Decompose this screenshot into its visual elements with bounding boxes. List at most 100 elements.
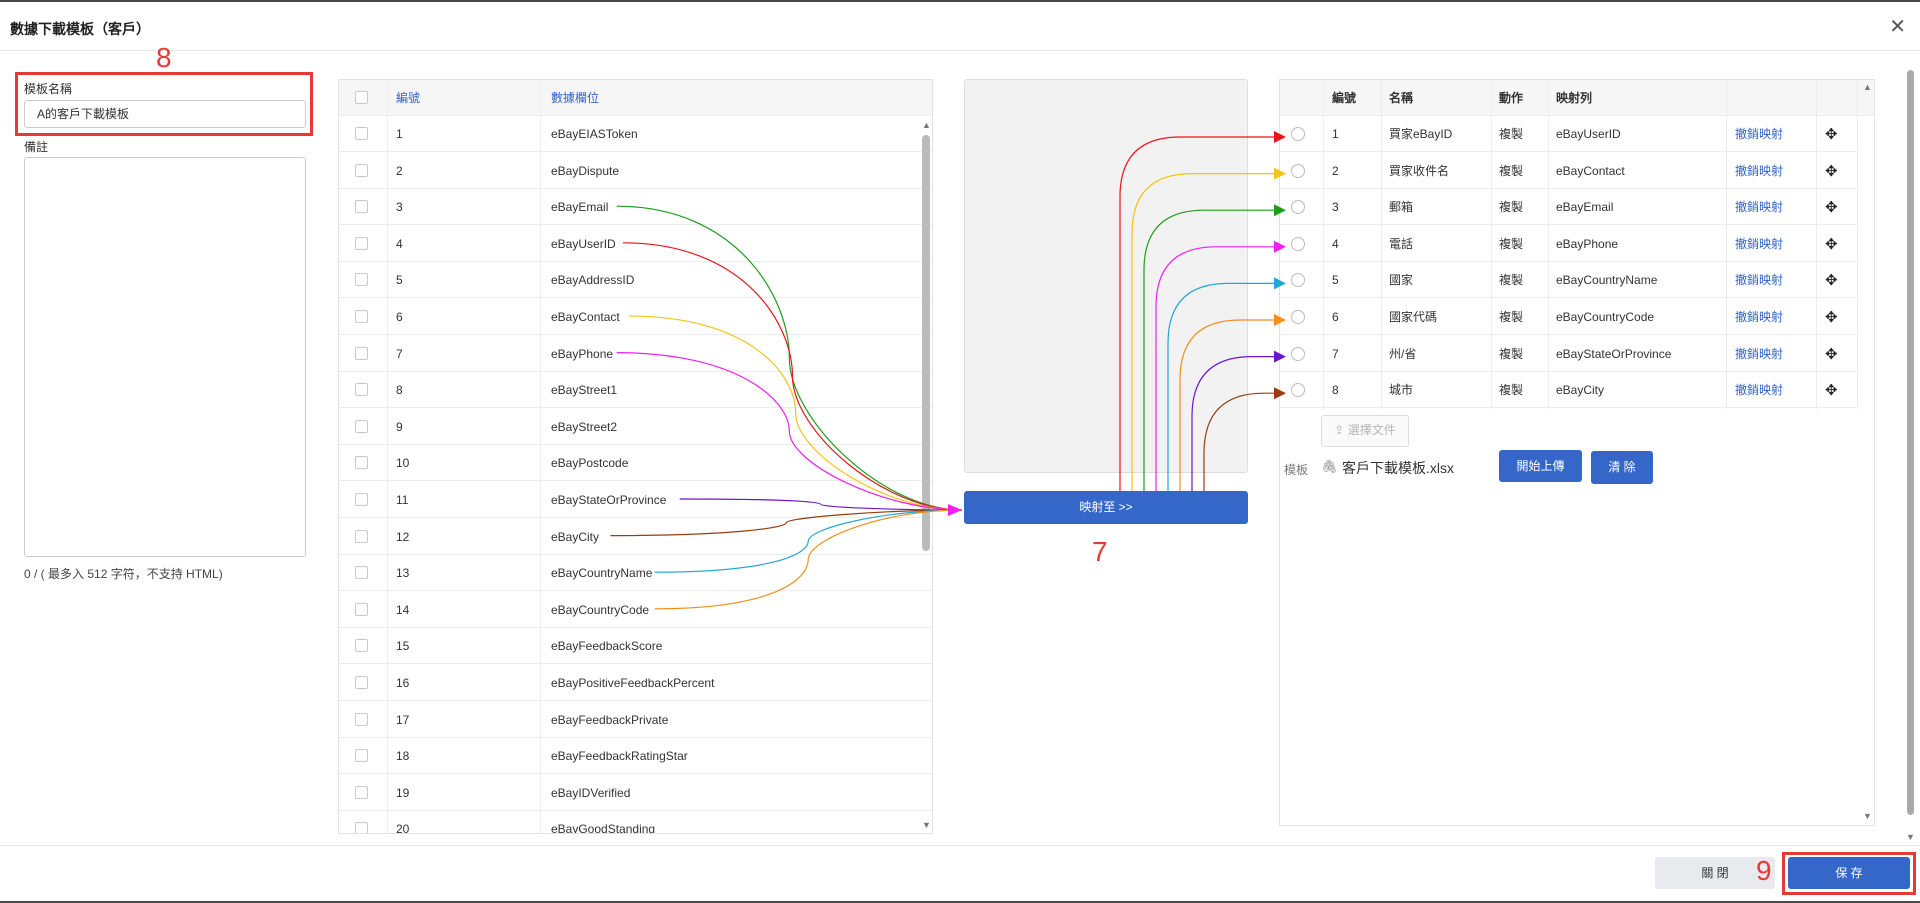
row-radio[interactable] — [1291, 127, 1305, 141]
row-field: eBayIDVerified — [551, 785, 631, 800]
close-button[interactable]: 關 閉 — [1655, 857, 1775, 889]
undo-mapping-link[interactable]: 撤銷映射 — [1735, 346, 1784, 361]
row-checkbox[interactable] — [355, 383, 368, 397]
row-checkbox[interactable] — [355, 822, 368, 833]
scroll-down-icon[interactable]: ▼ — [922, 820, 931, 830]
row-checkbox[interactable] — [355, 236, 368, 250]
row-radio[interactable] — [1291, 236, 1305, 251]
map-to-button[interactable]: 映射至 >> — [964, 491, 1248, 524]
undo-mapping-link[interactable]: 撤銷映射 — [1735, 273, 1784, 288]
move-icon[interactable]: ✥ — [1825, 235, 1838, 253]
move-icon[interactable]: ✥ — [1825, 126, 1838, 143]
row-checkbox[interactable] — [355, 456, 368, 470]
template-name-input[interactable]: A的客戶下載模板 — [24, 100, 306, 128]
row-radio[interactable] — [1291, 346, 1305, 361]
row-checkbox[interactable] — [355, 310, 368, 323]
row-num: 6 — [396, 310, 403, 324]
row-checkbox[interactable] — [355, 566, 368, 580]
undo-mapping-link[interactable]: 撤銷映射 — [1735, 236, 1784, 251]
map-scroll-down-icon[interactable]: ▼ — [1863, 811, 1872, 821]
row-checkbox[interactable] — [355, 493, 368, 506]
row-radio[interactable] — [1291, 310, 1305, 324]
undo-mapping-link[interactable]: 撤銷映射 — [1735, 200, 1784, 215]
row-checkbox[interactable] — [355, 639, 368, 653]
dialog-scrollbar[interactable] — [1907, 70, 1914, 815]
map-scroll-up-icon[interactable]: ▲ — [1863, 82, 1872, 92]
undo-mapping-link[interactable]: 撤銷映射 — [1735, 163, 1784, 178]
row-checkbox[interactable] — [355, 712, 368, 726]
clear-button[interactable]: 清 除 — [1591, 451, 1653, 484]
close-icon[interactable]: ✕ — [1889, 16, 1906, 38]
row-radio[interactable] — [1291, 200, 1305, 215]
row-field: eBayAddressID — [551, 273, 635, 288]
undo-mapping-link[interactable]: 撤銷映射 — [1735, 383, 1784, 398]
scroll-up-icon[interactable]: ▲ — [922, 120, 931, 130]
save-button[interactable]: 保 存 — [1788, 857, 1910, 889]
source-scrollbar[interactable] — [922, 135, 930, 551]
row-radio[interactable] — [1291, 383, 1305, 398]
move-icon[interactable]: ✥ — [1825, 272, 1838, 290]
header-field[interactable]: 數據欄位 — [551, 91, 600, 105]
row-checkbox[interactable] — [355, 602, 368, 616]
row-radio[interactable] — [1291, 273, 1305, 288]
template-file-name[interactable]: 客戶下載模板.xlsx — [1342, 460, 1454, 476]
row-checkbox[interactable] — [355, 676, 368, 689]
row-checkbox[interactable] — [355, 200, 368, 214]
select-file-button[interactable]: ⇪ 選擇文件 — [1321, 415, 1409, 447]
move-icon[interactable]: ✥ — [1825, 162, 1838, 180]
select-all-checkbox[interactable] — [355, 91, 368, 104]
move-icon[interactable]: ✥ — [1825, 345, 1838, 363]
map-row-name: 電話 — [1389, 236, 1414, 251]
row-checkbox[interactable] — [355, 163, 368, 177]
remark-label: 備註 — [24, 140, 49, 154]
move-icon[interactable]: ✥ — [1825, 199, 1838, 217]
dialog-scroll-down-icon[interactable]: ▼ — [1906, 832, 1915, 842]
header-num[interactable]: 編號 — [396, 91, 421, 105]
undo-mapping-link[interactable]: 撤銷映射 — [1735, 127, 1784, 141]
row-checkbox[interactable] — [355, 273, 368, 287]
map-row-mapcol: eBayCountryName — [1556, 273, 1658, 288]
row-checkbox[interactable] — [355, 346, 368, 360]
move-icon[interactable]: ✥ — [1825, 309, 1838, 326]
row-checkbox[interactable] — [355, 529, 368, 543]
row-checkbox[interactable] — [355, 749, 368, 763]
start-upload-button[interactable]: 開始上傳 — [1499, 450, 1582, 482]
map-row-action: 複製 — [1499, 236, 1524, 251]
row-checkbox[interactable] — [355, 419, 368, 433]
remark-textarea[interactable] — [24, 157, 306, 557]
move-icon[interactable]: ✥ — [1825, 382, 1838, 400]
row-checkbox[interactable] — [355, 127, 368, 140]
row-num: 17 — [396, 712, 410, 727]
row-radio[interactable] — [1291, 163, 1305, 178]
row-checkbox[interactable] — [355, 785, 368, 799]
undo-mapping-link[interactable]: 撤銷映射 — [1735, 310, 1784, 324]
